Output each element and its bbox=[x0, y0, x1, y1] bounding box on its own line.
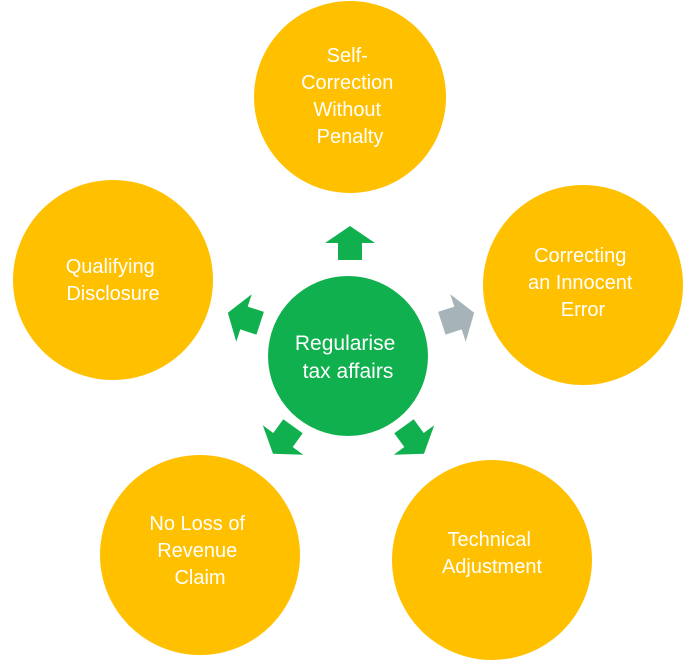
arrow-up-icon bbox=[325, 226, 375, 260]
node-right: Correcting an Innocent Error bbox=[483, 185, 683, 385]
node-left-circle bbox=[13, 180, 213, 380]
arrow-right-icon bbox=[438, 294, 475, 342]
node-right-label: Correcting an Innocent Error bbox=[528, 245, 638, 321]
node-left-label: Qualifying Disclosure bbox=[66, 256, 161, 305]
node-top-circle bbox=[254, 1, 446, 193]
node-right-circle bbox=[483, 185, 683, 385]
node-left: Qualifying Disclosure bbox=[13, 180, 213, 380]
node-bottom-left-label: No Loss of Revenue Claim bbox=[149, 513, 250, 589]
arrow-bottom-right-icon bbox=[393, 419, 435, 455]
node-bottom-right-circle bbox=[392, 460, 592, 660]
node-bottom-left: No Loss of Revenue Claim bbox=[100, 455, 300, 655]
arrow-left-icon bbox=[227, 294, 264, 342]
node-top: Self- Correction Without Penalty bbox=[254, 1, 446, 193]
arrow-bottom-left-icon bbox=[262, 419, 304, 455]
node-bottom-left-circle bbox=[100, 455, 300, 655]
center-label: Regularise tax affairs bbox=[295, 332, 401, 383]
center-circle bbox=[268, 276, 428, 436]
center-node: Regularise tax affairs bbox=[268, 276, 428, 436]
node-bottom-right-label: Technical Adjustment bbox=[442, 529, 542, 578]
node-bottom-right: Technical Adjustment bbox=[392, 460, 592, 660]
node-top-label: Self- Correction Without Penalty bbox=[301, 45, 399, 148]
